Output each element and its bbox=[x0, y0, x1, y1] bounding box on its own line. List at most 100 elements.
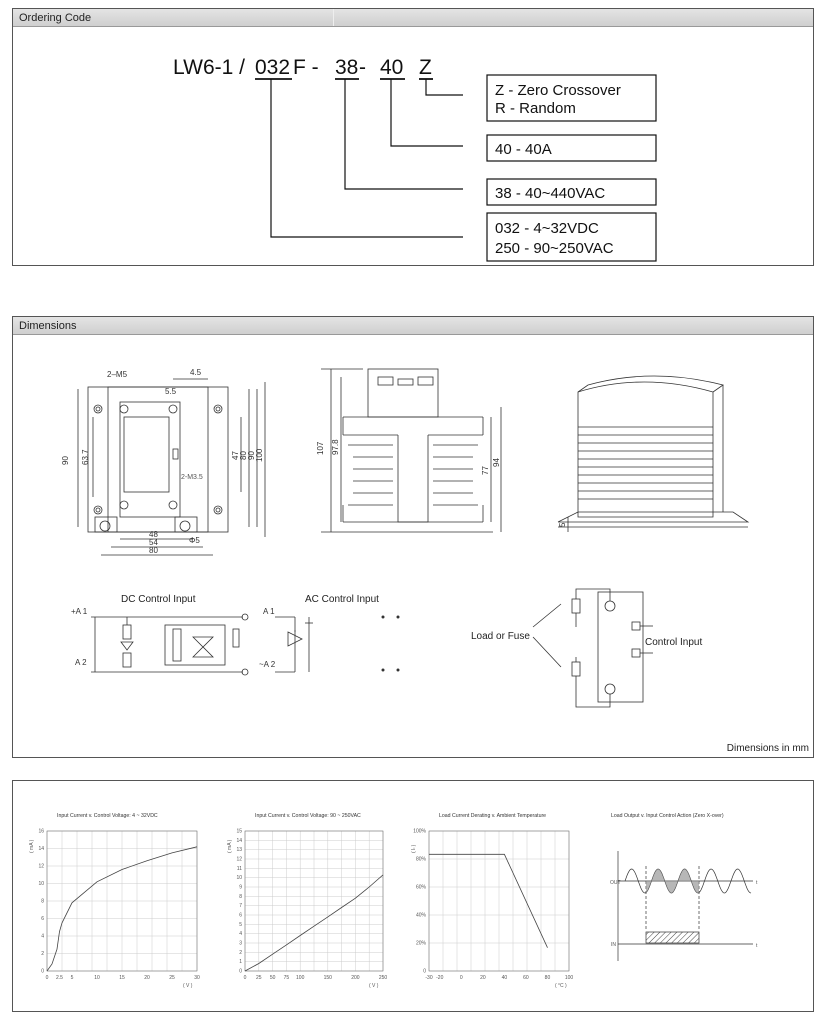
charts-panel: Input Current v. Control Voltage: 4 ~ 32… bbox=[12, 780, 814, 1012]
y-tick-label: 0 bbox=[423, 969, 426, 975]
ordering-code-panel: Ordering Code LW6-1 / 032 F - 38 - 40 Z bbox=[12, 8, 814, 266]
dim-107: 107 bbox=[316, 441, 325, 455]
dimensions-header: Dimensions bbox=[13, 317, 813, 335]
y-tick-label: 4 bbox=[239, 931, 242, 937]
chart-title: Input Current v. Control Voltage: 4 ~ 32… bbox=[57, 813, 158, 819]
y-tick-label: 12 bbox=[236, 857, 242, 863]
y-tick-label: 10 bbox=[38, 881, 44, 887]
dc-a1-label: +A 1 bbox=[71, 607, 88, 616]
input-dc-text: 032 - 4~32VDC bbox=[495, 220, 599, 237]
waveform-shading bbox=[646, 869, 699, 893]
code-f: F - bbox=[293, 56, 319, 79]
dim-63-7: 63.7 bbox=[81, 449, 90, 465]
y-tick-label: 13 bbox=[236, 847, 242, 853]
dc-schematic bbox=[91, 613, 249, 676]
chart-1: Input Current v. Control Voltage: 4 ~ 32… bbox=[29, 813, 200, 989]
y-tick-label: 0 bbox=[41, 969, 44, 975]
y-tick-label: 10 bbox=[236, 875, 242, 881]
series-line bbox=[244, 874, 384, 972]
y-tick-label: 9 bbox=[239, 885, 242, 891]
control-input-label: Control Input bbox=[645, 637, 702, 648]
chart-2: Input Current v. Control Voltage: 90 ~ 2… bbox=[227, 813, 387, 989]
x-tick-label: 0 bbox=[244, 975, 247, 981]
y-tick-label: 40% bbox=[416, 913, 427, 919]
x-tick-label: 20 bbox=[480, 975, 486, 981]
x-tick-label: 100 bbox=[565, 975, 574, 981]
waveform-chart bbox=[617, 851, 753, 961]
x-tick-label: 25 bbox=[256, 975, 262, 981]
dimensions-title: Dimensions bbox=[19, 320, 77, 332]
wave-in-label: IN bbox=[611, 942, 616, 948]
x-tick-label: 0 bbox=[460, 975, 463, 981]
y-tick-label: 8 bbox=[239, 894, 242, 900]
x-tick-label: 250 bbox=[379, 975, 388, 981]
dim-m3-5: 2-M3.5 bbox=[181, 474, 203, 481]
ac-a1-label: A 1 bbox=[263, 607, 275, 616]
y-axis-label: ( mA ) bbox=[29, 839, 35, 853]
random-text: R - Random bbox=[495, 100, 576, 117]
y-tick-label: 16 bbox=[38, 829, 44, 835]
side-view-drawing bbox=[321, 368, 502, 533]
x-tick-label: 75 bbox=[284, 975, 290, 981]
y-tick-label: 2 bbox=[239, 950, 242, 956]
dimensions-footnote: Dimensions in mm bbox=[726, 743, 809, 754]
y-tick-label: 6 bbox=[41, 916, 44, 922]
x-tick-label: 25 bbox=[169, 975, 175, 981]
y-axis-label: ( mA ) bbox=[227, 839, 233, 853]
y-tick-label: 8 bbox=[41, 899, 44, 905]
isometric-view-drawing bbox=[557, 375, 750, 532]
y-tick-label: 11 bbox=[237, 866, 242, 872]
code-zero: Z bbox=[419, 56, 432, 79]
dimensions-drawings: 2–M5 4.5 5.5 90 63.7 47 80 90 100 2-M3.5… bbox=[61, 368, 750, 708]
y-tick-label: 4 bbox=[41, 934, 44, 940]
dim-5-iso: 5 bbox=[558, 522, 567, 527]
option-boxes bbox=[486, 74, 657, 262]
x-tick-label: -20 bbox=[436, 975, 443, 981]
dim-100: 100 bbox=[255, 448, 264, 462]
x-tick-label: 5 bbox=[71, 975, 74, 981]
dim-94: 94 bbox=[492, 458, 501, 467]
header-divider bbox=[333, 9, 334, 26]
y-tick-label: 0 bbox=[239, 969, 242, 975]
x-tick-label: 60 bbox=[523, 975, 529, 981]
x-tick-label: 200 bbox=[351, 975, 360, 981]
x-tick-label: 0 bbox=[46, 975, 49, 981]
y-tick-label: 5 bbox=[239, 922, 242, 928]
ordering-code-diagram: LW6-1 / 032 F - 38 - 40 Z Z - Zero Cross… bbox=[173, 56, 657, 262]
ordering-code-title: Ordering Code bbox=[19, 12, 92, 24]
wave-t-label-top: t bbox=[756, 880, 758, 886]
x-tick-label: 50 bbox=[270, 975, 276, 981]
y-tick-label: 14 bbox=[236, 838, 242, 844]
dim-90-v: 90 bbox=[247, 451, 256, 460]
charts-area: Input Current v. Control Voltage: 4 ~ 32… bbox=[29, 813, 758, 989]
code-voltage: 38 bbox=[335, 56, 358, 79]
input-ac-text: 250 - 90~250VAC bbox=[495, 240, 614, 257]
ac-schematic bbox=[275, 616, 313, 673]
y-tick-label: 20% bbox=[416, 941, 427, 947]
y-axis-label: ( Iₗ ) bbox=[411, 844, 417, 853]
plot-frame bbox=[46, 830, 198, 972]
dim-54: 54 bbox=[149, 538, 158, 547]
x-tick-label: 100 bbox=[296, 975, 305, 981]
wave-chart-title: Load Output v. Input Control Action (Zer… bbox=[611, 813, 724, 819]
dim-77: 77 bbox=[481, 466, 490, 475]
dim-47: 47 bbox=[231, 451, 240, 460]
wiring-diagram bbox=[532, 588, 653, 708]
y-tick-label: 60% bbox=[416, 885, 427, 891]
x-tick-label: 10 bbox=[94, 975, 100, 981]
performance-charts: Input Current v. Control Voltage: 4 ~ 32… bbox=[29, 813, 573, 989]
dc-control-title: DC Control Input bbox=[121, 594, 196, 605]
y-tick-label: 2 bbox=[41, 951, 44, 957]
code-dash2: - bbox=[359, 56, 366, 79]
wave-t-label-bottom: t bbox=[756, 943, 758, 949]
dim-80-h: 80 bbox=[149, 546, 158, 555]
dim-80-v: 80 bbox=[239, 451, 248, 460]
series-line bbox=[429, 853, 548, 948]
x-tick-label: 30 bbox=[194, 975, 200, 981]
dimensions-panel: Dimensions bbox=[12, 316, 814, 758]
ac-terminal-dots bbox=[381, 615, 400, 672]
chart-3: Load Current Derating v. Ambient Tempera… bbox=[411, 813, 573, 989]
x-tick-label: 15 bbox=[119, 975, 125, 981]
code-current: 40 bbox=[380, 56, 403, 79]
x-tick-label: 150 bbox=[324, 975, 333, 981]
